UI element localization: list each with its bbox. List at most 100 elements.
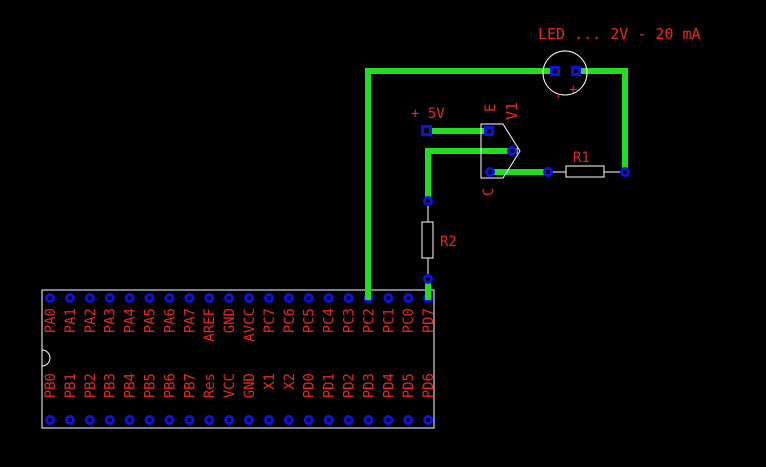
mcu-pin-label-top-7: PA7: [182, 308, 198, 333]
mcu-pad-hole-bottom-14: [326, 418, 331, 422]
mcu-pad-hole-bottom-2: [87, 418, 92, 422]
mcu-pad-hole-top-1: [67, 296, 72, 300]
r2-pad-top-hole: [426, 199, 430, 203]
r2-label: R2: [440, 234, 457, 250]
transistor-name: V1: [503, 102, 521, 120]
mcu-pad-hole-top-10: [247, 296, 251, 300]
mcu-pad-hole-bottom-6: [167, 418, 172, 422]
mcu-pin-label-bottom-0: PB0: [43, 373, 59, 398]
mcu-pin-label-top-16: PC2: [361, 308, 377, 333]
led: LED ... 2V - 20 mA - +: [538, 25, 701, 100]
mcu-pad-hole-bottom-5: [147, 418, 152, 422]
mcu-pad-hole-bottom-4: [127, 418, 132, 422]
mcu-pad-hole-top-0: [48, 296, 52, 300]
mcu-pad-hole-top-18: [406, 296, 411, 300]
mcu-pin-label-bottom-7: PB7: [182, 373, 198, 398]
supply-label: + 5V: [411, 106, 445, 122]
led-pad-plus-hole: [574, 69, 578, 73]
mcu-pad-hole-top-6: [167, 296, 172, 300]
trace-base-r2: [425, 148, 518, 204]
mcu-pin-label-bottom-12: X2: [282, 373, 298, 390]
mcu-pad-hole-bottom-10: [247, 418, 251, 422]
mcu-pin-label-top-15: PC3: [342, 308, 358, 333]
mcu-pin-label-top-1: PA1: [63, 308, 79, 333]
mcu-pin-label-top-3: PA3: [103, 308, 119, 333]
transistor-pad-e-hole: [487, 129, 491, 133]
mcu-pin-label-top-17: PC1: [381, 308, 397, 333]
mcu-pad-hole-top-17: [386, 296, 391, 300]
transistor-collector-label: C: [481, 188, 497, 196]
mcu-pin-label-bottom-17: PD4: [381, 373, 397, 398]
mcu-pad-hole-top-9: [227, 296, 232, 300]
transistor-pad-b-hole: [510, 149, 514, 153]
r2-body: [421, 221, 434, 259]
supply-5v: + 5V: [411, 106, 445, 136]
mcu-pin-label-bottom-6: PB6: [162, 373, 178, 398]
mcu-pad-hole-bottom-16: [366, 418, 371, 422]
mcu-pin-label-bottom-13: PD0: [302, 373, 318, 398]
transistor-emitter-label: E: [483, 104, 499, 112]
mcu-pin-label-top-13: PC5: [302, 308, 318, 333]
mcu-pad-hole-bottom-12: [286, 418, 291, 422]
r2-pad-bottom-hole: [426, 277, 430, 281]
mcu-pad-hole-bottom-17: [386, 418, 391, 422]
mcu-pad-hole-top-8: [207, 296, 212, 300]
mcu-pad-hole-top-12: [286, 296, 291, 300]
mcu-pin-label-bottom-3: PB3: [103, 373, 119, 398]
mcu-pad-hole-bottom-0: [48, 418, 52, 422]
mcu-pin-label-top-18: PC0: [401, 308, 417, 333]
mcu-pad-hole-bottom-9: [227, 418, 232, 422]
mcu-pin-label-top-9: GND: [222, 308, 238, 333]
mcu-pin-label-bottom-19: PD6: [421, 373, 437, 398]
mcu-pin-label-bottom-18: PD5: [401, 373, 417, 398]
trace-pc2-led-minus: [365, 68, 553, 300]
mcu-pad-hole-bottom-19: [426, 418, 431, 422]
led-outline: [542, 50, 588, 96]
r1-body: [565, 165, 605, 178]
trace-led-plus-r1: [577, 68, 628, 176]
traces: [365, 68, 628, 300]
mcu-pin-label-bottom-5: PB5: [143, 373, 159, 398]
mcu-pin-label-top-2: PA2: [83, 308, 99, 333]
mcu-pad-hole-top-14: [326, 296, 331, 300]
mcu-pad-hole-top-3: [107, 296, 112, 300]
mcu-pad-hole-top-11: [266, 296, 271, 300]
mcu-notch: [41, 349, 51, 367]
mcu-outline: [41, 289, 435, 429]
mcu-pad-hole-top-4: [127, 296, 132, 300]
mcu-pin-label-bottom-16: PD3: [361, 373, 377, 398]
mcu-pin-label-top-11: PC7: [262, 308, 278, 333]
mcu-pin-label-bottom-11: X1: [262, 373, 278, 390]
mcu-pin-label-bottom-14: PD1: [322, 373, 338, 398]
transistor-v1: V1 E C: [480, 102, 521, 196]
mcu-pad-hole-top-5: [147, 296, 152, 300]
mcu-pin-label-top-5: PA5: [143, 308, 159, 333]
mcu-pin-label-top-4: PA4: [123, 308, 139, 333]
mcu-pin-label-top-6: PA6: [162, 308, 178, 333]
led-label: LED ... 2V - 20 mA: [538, 25, 701, 43]
led-pad-minus-hole: [553, 69, 557, 73]
r1-pad-right-hole: [623, 170, 627, 174]
mcu-pad-hole-bottom-7: [187, 418, 192, 422]
resistor-r2: R2: [421, 196, 457, 284]
mcu-pad-hole-bottom-18: [406, 418, 411, 422]
mcu-pin-label-top-10: AVCC: [242, 308, 258, 342]
mcu-pin-label-bottom-4: PB4: [123, 373, 139, 398]
mcu-pad-hole-bottom-11: [266, 418, 271, 422]
r1-label: R1: [573, 150, 590, 166]
mcu-pin-label-bottom-9: VCC: [222, 373, 238, 398]
mcu-pad-hole-top-2: [87, 296, 92, 300]
mcu-pad-hole-top-13: [306, 296, 311, 300]
mcu-pin-label-top-14: PC4: [322, 308, 338, 333]
mcu-pin-label-bottom-2: PB2: [83, 373, 99, 398]
mcu-pad-hole-bottom-15: [346, 418, 351, 422]
mcu-pin-label-top-8: AREF: [202, 308, 218, 342]
led-plus-label: +: [569, 82, 577, 98]
mcu-pad-hole-bottom-13: [306, 418, 311, 422]
resistor-r1: R1: [543, 150, 630, 178]
mcu-pin-label-top-12: PC6: [282, 308, 298, 333]
